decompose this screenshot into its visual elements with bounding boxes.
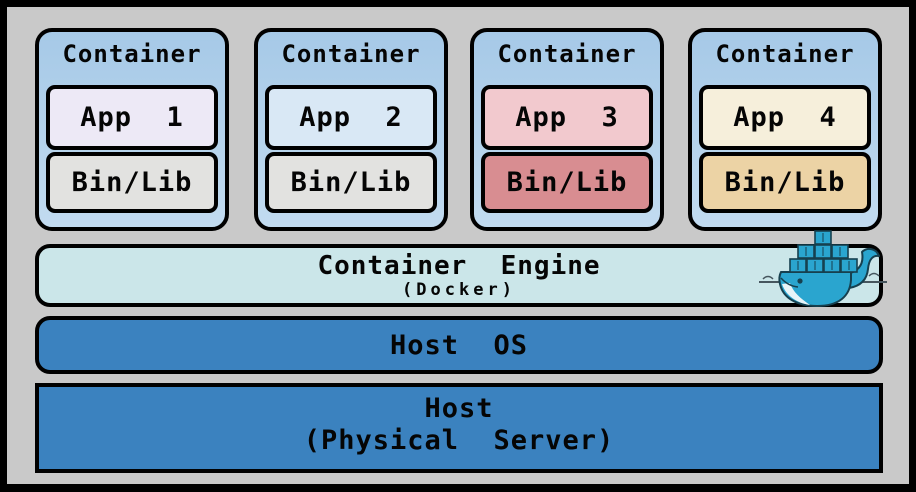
container-card-4: Container App 4 Bin/Lib	[688, 28, 882, 231]
container-title: Container	[497, 40, 637, 68]
binlib-box-3: Bin/Lib	[481, 152, 653, 213]
diagram-canvas: Container App 1 Bin/Lib Container App 2 …	[7, 7, 909, 484]
container-title: Container	[715, 40, 855, 68]
container-engine-label: Container Engine	[317, 251, 601, 281]
container-title: Container	[62, 40, 202, 68]
app-box-3: App 3	[481, 85, 653, 150]
docker-whale-icon	[759, 230, 887, 307]
container-card-2: Container App 2 Bin/Lib	[254, 28, 448, 231]
host-label: Host	[424, 393, 494, 424]
app-box-1: App 1	[46, 85, 218, 150]
docker-label: (Docker)	[402, 280, 516, 300]
host-os-layer: Host OS	[35, 316, 883, 374]
container-card-3: Container App 3 Bin/Lib	[470, 28, 664, 231]
container-card-1: Container App 1 Bin/Lib	[35, 28, 229, 231]
binlib-box-1: Bin/Lib	[46, 152, 218, 213]
app-box-4: App 4	[699, 85, 871, 150]
binlib-box-2: Bin/Lib	[265, 152, 437, 213]
host-layer: Host (Physical Server)	[35, 383, 883, 473]
app-box-2: App 2	[265, 85, 437, 150]
binlib-box-4: Bin/Lib	[699, 152, 871, 213]
container-title: Container	[281, 40, 421, 68]
container-engine-layer: Container Engine (Docker)	[35, 230, 887, 307]
physical-server-label: (Physical Server)	[303, 425, 615, 456]
